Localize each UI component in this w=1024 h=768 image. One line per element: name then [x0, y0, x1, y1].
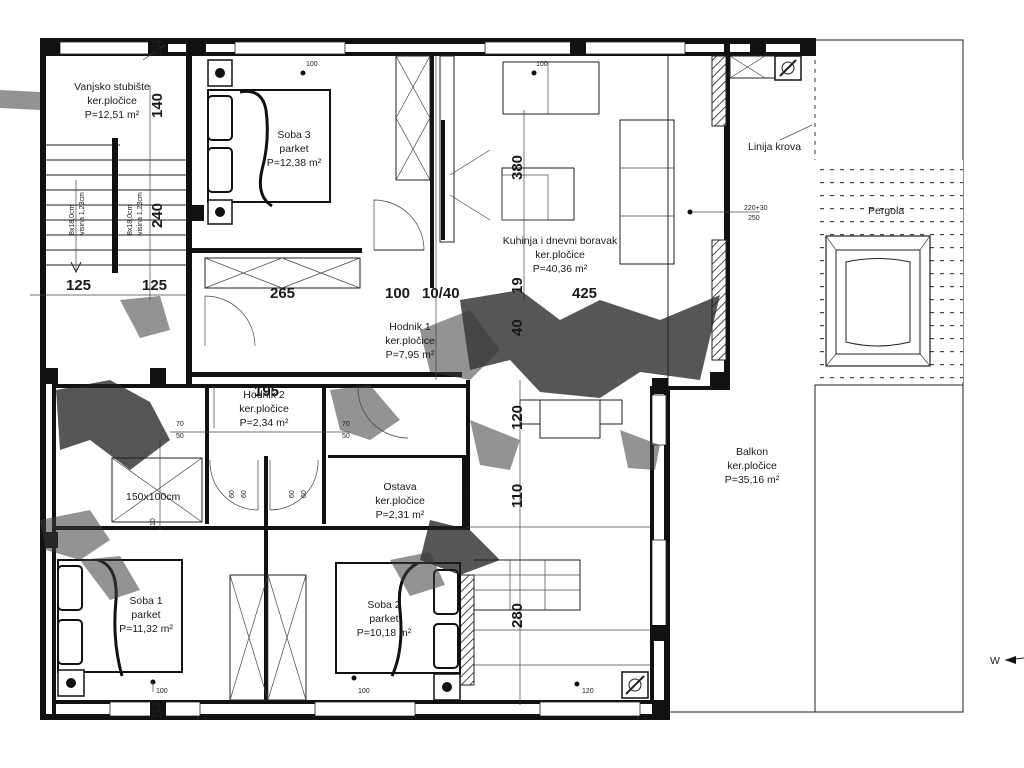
bed-soba1 [57, 558, 183, 697]
dimension: 19 [509, 277, 526, 294]
dimension: 240 [149, 203, 166, 228]
room-soba3: Soba 3 parket P=12,38 m² [267, 129, 322, 169]
living-furniture [435, 55, 760, 380]
dimension: 280 [509, 603, 526, 628]
room-floor: ker.pločice [535, 249, 585, 261]
dimension: 50 [342, 433, 350, 440]
room-area: P=12,38 m² [267, 157, 322, 169]
dimension: 100 [536, 61, 548, 68]
dimension: 100 [385, 285, 410, 302]
dimension: 10 [150, 518, 157, 526]
dimension: 265 [270, 285, 295, 302]
dimension: 70 [176, 421, 184, 428]
dimension: 60 [301, 490, 308, 498]
roof-line-label: Linija krova [748, 141, 801, 153]
roof-line-leader [779, 124, 813, 141]
dining-table [466, 380, 650, 705]
room-name: Balkon [736, 446, 768, 458]
dimension: 100 [156, 688, 168, 695]
room-area: P=2,34 m² [240, 417, 289, 429]
bed-soba2 [335, 561, 461, 701]
dimension: 60 [289, 490, 296, 498]
room-name: Soba 3 [277, 129, 310, 141]
stairs-label: visina 1,23cm [79, 192, 86, 235]
room-balkon: Balkon ker.pločice P=35,16 m² [725, 446, 780, 486]
compass: W [990, 655, 1024, 667]
dimension: 380 [509, 155, 526, 180]
marker-dot [300, 70, 306, 76]
windows [59, 41, 727, 717]
room-area: P=2,31 m² [376, 509, 425, 521]
room-name: Ostava [383, 481, 416, 493]
room-soba1: Soba 1 parket P=11,32 m² [119, 595, 173, 635]
outdoor-stairs [30, 44, 186, 300]
pergola-label: Pergola [868, 205, 904, 217]
room-area: P=35,16 m² [725, 474, 780, 486]
room-floor: ker.pločice [375, 495, 425, 507]
bed-soba3 [207, 59, 331, 225]
room-name: Soba 1 [129, 595, 162, 607]
dimension: 54 [149, 39, 166, 56]
room-name: Vanjsko stubište [74, 81, 150, 93]
dimension: 220+30 [744, 205, 768, 212]
room-floor: ker.pločice [87, 95, 137, 107]
room-floor: ker.pločice [727, 460, 777, 472]
dimension: 100 [306, 61, 318, 68]
room-floor: parket [369, 613, 398, 625]
room-hodnik1: Hodnik 1 ker.pločice P=7,95 m² [385, 321, 435, 361]
dimension: 10/40 [422, 285, 460, 302]
dimension: 54 [149, 701, 166, 718]
dimension: 10 [465, 488, 472, 496]
room-floor: ker.pločice [385, 335, 435, 347]
stairs-label: 8x18,0cm [127, 204, 134, 235]
kitchen-counter [474, 559, 650, 699]
dimension: 60 [229, 490, 236, 498]
shower-size-label: 150x100cm [126, 491, 181, 503]
marker-dot [574, 681, 580, 687]
interior-walls [56, 44, 470, 704]
dimension: 60 [241, 490, 248, 498]
dimension: 110 [509, 484, 526, 508]
room-area: P=40,36 m² [533, 263, 588, 275]
room-name: Kuhinja i dnevni boravak [503, 235, 618, 247]
dimension: 195 [254, 383, 279, 400]
dimension: 100 [358, 688, 370, 695]
dimension: 250 [748, 215, 760, 222]
room-area: P=7,95 m² [386, 349, 435, 361]
marker-dot [531, 70, 537, 76]
room-stubiste: Vanjsko stubište ker.pločice P=12,51 m² [74, 81, 150, 121]
dimension: 140 [149, 93, 166, 118]
room-area: P=11,32 m² [119, 623, 173, 635]
room-soba2: Soba 2 parket P=10,18 m² [357, 599, 412, 639]
room-name: Hodnik 2 [243, 389, 285, 401]
stairs-label: 8x18,0cm [69, 204, 76, 235]
dimension: 120 [582, 688, 594, 695]
dimension: 70 [342, 421, 350, 428]
room-ostava: Ostava ker.pločice P=2,31 m² [375, 481, 425, 521]
dimension: 125 [66, 277, 91, 294]
room-kuhinja: Kuhinja i dnevni boravak ker.pločice P=4… [503, 235, 618, 275]
compass-label: W [990, 655, 1000, 667]
room-area: P=12,51 m² [85, 109, 140, 121]
room-floor: parket [279, 143, 308, 155]
dimension: 40 [509, 319, 526, 336]
room-floor: ker.pločice [239, 403, 289, 415]
stairs-label: visina 1,23cm [137, 192, 144, 235]
wardrobe-lower [229, 574, 307, 701]
obscured-area [0, 90, 720, 600]
room-floor: parket [131, 609, 160, 621]
dimension: 125 [142, 277, 167, 294]
bathroom [111, 431, 350, 530]
dimension: 425 [572, 285, 597, 302]
room-hodnik2: Hodnik 2 ker.pločice P=2,34 m² [239, 389, 289, 429]
shaft [729, 55, 802, 81]
wardrobe [204, 55, 431, 289]
dimension: 120 [509, 405, 526, 430]
dimension: 50 [176, 433, 184, 440]
room-area: P=10,18 m² [357, 627, 412, 639]
room-name: Hodnik 1 [389, 321, 431, 333]
room-name: Soba 2 [367, 599, 400, 611]
pergola-jacuzzi [825, 235, 931, 367]
